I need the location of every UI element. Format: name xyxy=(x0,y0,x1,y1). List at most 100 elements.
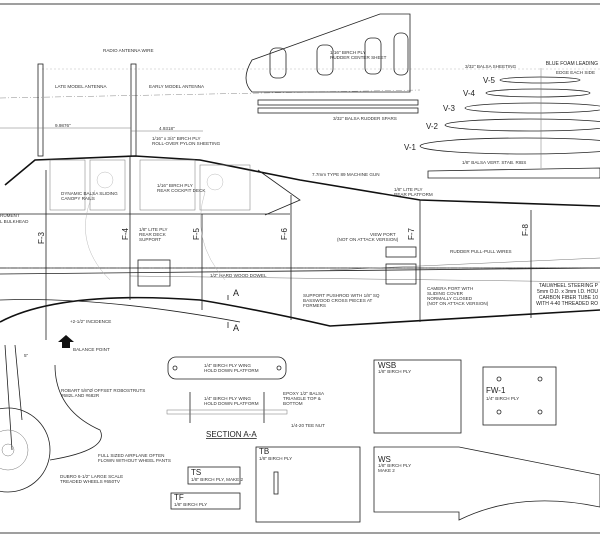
part-wsb-outline xyxy=(373,359,462,434)
former-label-f3: F-3 xyxy=(37,231,46,244)
label-rudder-sheet-2: RUDDER CENTER SHEET xyxy=(330,55,387,60)
part-ws-qty: MAKE 2 xyxy=(378,468,395,473)
label-view-port-1: VIEW PORT xyxy=(370,232,396,237)
label-early-model-antenna: EARLY MODEL ANTENNA xyxy=(149,84,205,89)
part-fw1-code: FW-1 xyxy=(486,386,506,395)
rib-label-v2: V-2 xyxy=(426,122,439,131)
part-wsb-code: WSB xyxy=(378,361,396,370)
label-blue-foam-1: BLUE FOAM LEADING xyxy=(546,61,598,67)
part-fw1-desc: 1/4" BIRCH PLY xyxy=(486,396,519,401)
label-deck-support-2: REAR DECK xyxy=(139,232,167,237)
label-instrument-1: RUMENT xyxy=(0,213,20,218)
rudder-center-sheet xyxy=(245,13,411,93)
vertical-stab-ribs xyxy=(419,68,600,168)
label-view-port-2: (NOT ON ATTACK VERSION) xyxy=(337,237,399,242)
section-mark-top: A xyxy=(233,288,239,298)
label-rear-platform-1: 1/8" LITE PLY xyxy=(394,187,423,192)
vertical-stab-spar xyxy=(427,167,600,179)
former-label-f8: F-8 xyxy=(521,223,530,236)
rib-label-v5: V-5 xyxy=(483,76,496,85)
part-tf-desc: 1/8" BIRCH PLY xyxy=(174,502,207,507)
label-tailwheel-2: 5mm O.D. x 3mm I.D. HOU xyxy=(537,289,598,295)
part-wsb-desc: 1/8" BIRCH PLY xyxy=(378,369,411,374)
part-ts-desc: 1/8" BIRCH PLY, MAKE 2 xyxy=(191,477,243,482)
late-model-antenna xyxy=(37,63,44,157)
dimension-2: 4.9318" xyxy=(159,126,175,131)
label-canopy-rails-2: CANOPY RAILS xyxy=(61,196,95,201)
label-robostruts-2: #682L AND #682R xyxy=(61,393,100,398)
label-pushrod-2: BASSWOOD CROSS PIECES AT xyxy=(303,298,373,303)
label-vert-stab-ribs: 1/8" BALSA VERT. STAB. RIBS xyxy=(462,160,526,165)
label-hold-down-section-2: HOLD DOWN PLATFORM xyxy=(204,401,259,406)
part-fw1-outline xyxy=(482,366,557,426)
label-robostruts-1: ROBART 5/8"Ø OFFSET ROBOSTRUTS xyxy=(61,388,145,393)
label-hold-down-top-1: 1/4" BIRCH PLY WING xyxy=(204,363,251,368)
rib-label-v3: V-3 xyxy=(443,104,456,113)
part-ts-outline xyxy=(187,466,241,485)
former-label-f7: F-7 xyxy=(407,227,416,240)
rib-label-v1: V-1 xyxy=(404,143,417,152)
label-epoxy-2: TRIANGLE TOP & xyxy=(283,396,321,401)
section-a-a-title: SECTION A-A xyxy=(206,430,257,439)
label-rudder-spars: 3/32" BALSA RUDDER SPARS xyxy=(333,116,397,121)
part-ws-outline xyxy=(373,446,600,521)
label-tailwheel-4: WITH 4-40 THREADED RO xyxy=(536,301,598,307)
label-radio-antenna-wire: RADIO ANTENNA WIRE xyxy=(103,48,154,53)
label-wheel-pants-2: FLOWN WITHOUT WHEEL PANTS xyxy=(98,458,171,463)
part-ws-code: WS xyxy=(378,455,391,464)
label-rudder-sheet-1: 1/16" BIRCH PLY xyxy=(330,50,366,55)
fuselage-side-view xyxy=(0,155,600,340)
section-mark-bottom: A xyxy=(233,323,239,333)
part-ws-desc: 1/8" BIRCH PLY xyxy=(378,463,411,468)
label-rear-platform-2: REAR PLATFORM xyxy=(394,192,433,197)
landing-gear xyxy=(0,335,102,493)
label-hold-down-section-1: 1/4" BIRCH PLY WING xyxy=(204,396,251,401)
label-pylon-1: 1/16" x 3/4" BIRCH PLY xyxy=(152,136,201,141)
dimension-1: 9.9876" xyxy=(55,123,71,128)
label-wheels-1: DUBRO 6-1/2" LARGE SCALE xyxy=(60,474,123,479)
label-deck-support-1: 1/8" LITE PLY xyxy=(139,227,168,232)
rudder-spars xyxy=(257,99,419,114)
label-epoxy-3: BOTTOM xyxy=(283,401,303,406)
label-camera-2: SLIDING COVER xyxy=(427,291,464,296)
label-late-model-antenna: LATE MODEL ANTENNA xyxy=(55,84,107,89)
thrust-line xyxy=(0,89,421,99)
label-wheels-2: TREADED WHEELS #650TV xyxy=(60,479,121,484)
label-dowel: 1/2" HARD WOOD DOWEL xyxy=(210,273,267,278)
label-camera-1: CAMERA PORT WITH xyxy=(427,286,473,291)
label-hold-down-top-2: HOLD DOWN PLATFORM xyxy=(204,368,259,373)
former-label-f5: F-5 xyxy=(192,227,201,240)
label-balance-point: BALANCE POINT xyxy=(73,347,110,352)
label-blue-foam-2: EDGE EACH SIDE xyxy=(556,70,595,75)
label-balsa-sheeting: 3/32" BALSA SHEETING xyxy=(465,64,517,69)
section-a-a-drawing xyxy=(166,356,288,423)
rib-label-v4: V-4 xyxy=(463,89,476,98)
label-camera-4: (NOT ON ATTACK VERSION) xyxy=(427,301,489,306)
label-canopy-rails-1: DYNAMIC BALSA SLIDING xyxy=(61,191,118,196)
label-wheel-pants-1: FULL SIZED AIRPLANE OFTEN xyxy=(98,453,164,458)
label-instrument-2: L BULKHEAD xyxy=(0,219,29,224)
label-incidence: +2-1/2" INCIDENCE xyxy=(70,319,111,324)
dimension-5in: 5" xyxy=(24,353,29,358)
label-tailwheel-1: TAILWHEEL STEERING P xyxy=(539,283,599,289)
former-label-f6: F-6 xyxy=(280,227,289,240)
label-deck-support-3: SUPPORT xyxy=(139,237,161,242)
part-tb-desc: 1/8" BIRCH PLY xyxy=(259,456,292,461)
label-cockpit-deck-2: REAR COCKPIT DECK xyxy=(157,188,206,193)
label-tee-nut: 1/4-20 TEE NUT xyxy=(291,423,325,428)
label-pylon-2: ROLL-OVER PYLON SHEETING xyxy=(152,141,221,146)
label-tailwheel-3: CARBON FIBER TUBE 10 xyxy=(539,295,598,301)
label-camera-3: NORMALLY CLOSED xyxy=(427,296,473,301)
label-machine-gun: 7.7mm TYPE 89 MACHINE GUN xyxy=(312,172,380,177)
label-rudder-wires: RUDDER PULL-PULL WIRES xyxy=(450,249,512,254)
label-epoxy-1: EPOXY 1/2" BALSA xyxy=(283,391,325,396)
part-tb-slot xyxy=(273,471,279,495)
part-tb-code: TB xyxy=(259,447,269,456)
label-cockpit-deck-1: 1/16" BIRCH PLY xyxy=(157,183,193,188)
label-pushrod-3: FORMERS xyxy=(303,303,326,308)
fw1-holes xyxy=(496,376,543,415)
part-tb-outline xyxy=(255,446,361,523)
part-ts-code: TS xyxy=(191,468,201,477)
former-label-f4: F-4 xyxy=(121,227,130,240)
